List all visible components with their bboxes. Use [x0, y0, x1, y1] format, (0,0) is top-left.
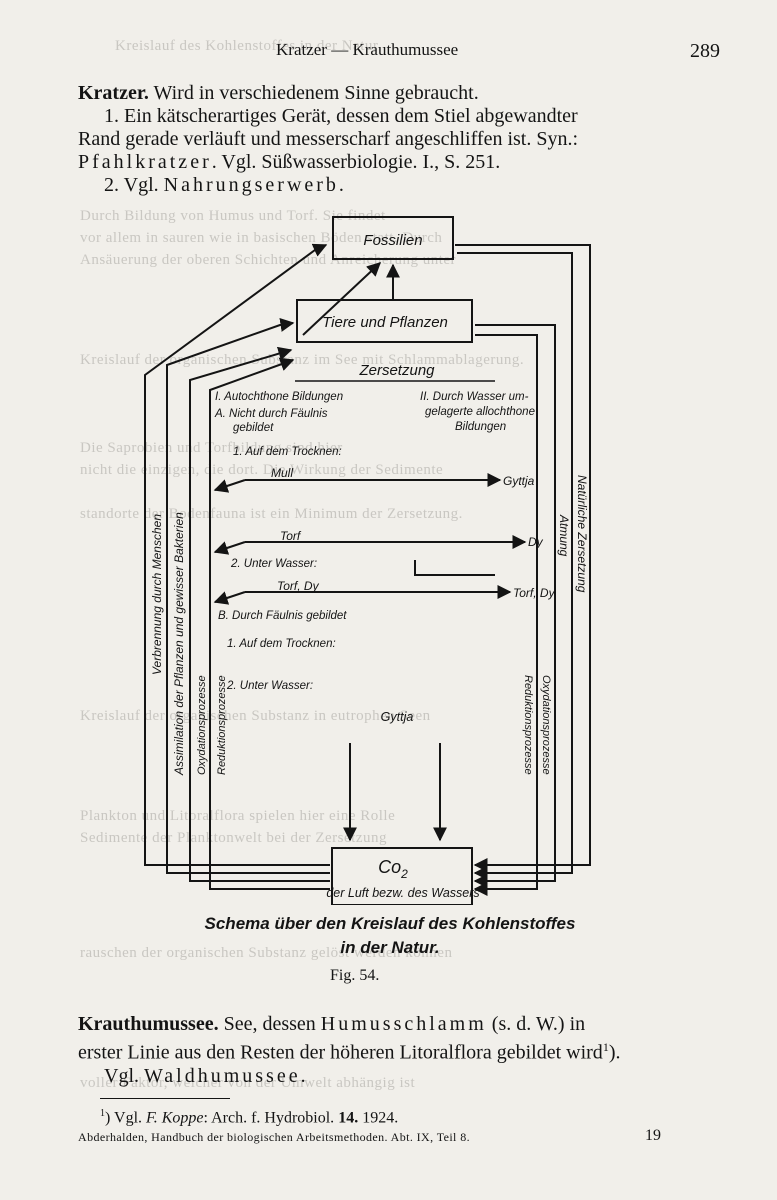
- label-left-oxydation: Oxydationsprozesse: [196, 675, 208, 775]
- footnote-rule: [100, 1098, 230, 1099]
- kratzer-line-1: Kratzer. Wird in verschiedenem Sinne geb…: [78, 82, 479, 104]
- label-assimilation: Assimilation der Pflanzen und gewisser B…: [172, 512, 186, 776]
- caption-line-2: in der Natur.: [340, 938, 440, 957]
- kratzer-line-4: Pfahlkratzer. Vgl. Süßwasserbiologie. I.…: [78, 151, 501, 173]
- label-atmung: Atmung: [557, 514, 571, 557]
- ref-waldhumussee: Waldhumussee: [144, 1064, 301, 1087]
- tiere-pflanzen-box: [296, 299, 473, 343]
- label-autochthone: I. Autochthone Bildungen: [215, 391, 343, 403]
- krauthumussee-line-2: erster Linie aus den Resten der höheren …: [78, 1040, 621, 1064]
- label-verbrennung: Verbrennung durch Menschen: [150, 514, 164, 675]
- krauthumussee-entry: Krauthumussee. See, dessen Humusschlamm …: [78, 1013, 728, 1088]
- label-luft-wasser: der Luft bezw. des Wassers: [326, 886, 479, 900]
- label-auf-trocknen-2: 1. Auf dem Trocknen:: [227, 638, 336, 650]
- krauthumussee-line-3: Vgl. Waldhumussee.: [104, 1064, 306, 1087]
- arrow-left-inner-2: [209, 357, 330, 890]
- kratzer-line-2: 1. Ein kätscherartiges Gerät, dessen dem…: [104, 105, 578, 127]
- page-number: 289: [690, 40, 720, 62]
- arrow-left-inner-1: [189, 346, 330, 882]
- caption-line-1: Schema über den Kreislauf des Kohlenstof…: [204, 914, 576, 933]
- line-dy-step: [414, 560, 495, 576]
- ref-humusschlamm: Humusschlamm: [320, 1013, 487, 1035]
- arrow-natuerliche-zersetzung: [455, 244, 591, 872]
- label-natuerliche-zersetzung: Natürliche Zersetzung: [575, 475, 589, 593]
- label-auf-trocknen-1: 1. Auf dem Trocknen:: [233, 446, 342, 458]
- label-zersetzung: Zersetzung: [358, 362, 435, 379]
- label-mull: Mull: [271, 466, 293, 480]
- label-unter-wasser-3: 2. Unter Wasser:: [226, 680, 313, 692]
- footnote-marker: 1: [602, 1040, 609, 1054]
- label-gyttja-center: Gyttja: [381, 710, 414, 724]
- label-gyttja-right: Gyttja: [503, 474, 535, 488]
- footnote: 1) Vgl. F. Koppe: Arch. f. Hydrobiol. 14…: [100, 1108, 399, 1127]
- label-umgelagerte-1: II. Durch Wasser um-: [420, 391, 529, 403]
- arrow-verbrennung: [144, 243, 330, 866]
- krauthumussee-headword: Krauthumussee.: [78, 1013, 219, 1035]
- kratzer-entry: Kratzer. Wird in verschiedenem Sinne geb…: [78, 82, 718, 197]
- krauthumussee-line-1: Krauthumussee. See, dessen Humusschlamm …: [78, 1013, 586, 1035]
- kratzer-headword: Kratzer.: [78, 82, 149, 104]
- fossilien-box: [332, 216, 454, 260]
- synonym-pfahlkratzer: Pfahlkratzer: [78, 151, 212, 173]
- label-torf-dy-right: Torf, Dy: [513, 586, 556, 600]
- label-fossilien: Fossilien: [363, 232, 422, 249]
- carbon-cycle-diagram: Fossilien Tiere und Pflanzen Zersetzung …: [144, 216, 591, 905]
- figure-label: Fig. 54.: [330, 967, 380, 984]
- label-umgelagerte-2: gelagerte allochthone: [425, 406, 535, 418]
- label-tiere-pflanzen: Tiere und Pflanzen: [322, 314, 448, 331]
- label-co2: Co2: [378, 857, 408, 881]
- running-header-title: Kratzer — Krauthumussee: [276, 40, 459, 59]
- co2-box: [331, 847, 473, 905]
- arrow-assimilation: [166, 317, 330, 874]
- label-umgelagerte-3: Bildungen: [455, 421, 506, 433]
- kratzer-line-3: Rand gerade verläuft und messerscharf an…: [78, 128, 579, 150]
- label-nicht-faeulnis-2: gebildet: [233, 422, 274, 434]
- ref-nahrungserwerb: Nahrungserwerb: [163, 174, 339, 196]
- label-right-reduktion: Reduktionsprozesse: [522, 675, 534, 775]
- arrow-atmung: [457, 252, 573, 880]
- signature-mark: 19: [645, 1127, 661, 1144]
- arrow-left-fossilien: [302, 262, 382, 336]
- label-nicht-faeulnis-1: A. Nicht durch Fäulnis: [214, 408, 328, 420]
- figure-caption: Schema über den Kreislauf des Kohlenstof…: [180, 912, 600, 960]
- arrow-right-inner-2: [473, 334, 538, 896]
- label-torf: Torf: [280, 529, 302, 543]
- label-dy: Dy: [528, 535, 544, 549]
- arrow-right-inner-1: [473, 324, 556, 888]
- imprint-line: Abderhalden, Handbuch der biologischen A…: [78, 1130, 470, 1144]
- label-durch-faeulnis: B. Durch Fäulnis gebildet: [218, 610, 347, 622]
- label-right-oxydation: Oxydationsprozesse: [540, 675, 552, 775]
- label-left-reduktion: Reduktionsprozesse: [216, 675, 228, 775]
- label-unter-wasser-2: 2. Unter Wasser:: [230, 558, 317, 570]
- kratzer-line-5: 2. Vgl. Nahrungserwerb.: [104, 174, 344, 196]
- label-torf-dy-left: Torf, Dy: [277, 579, 320, 593]
